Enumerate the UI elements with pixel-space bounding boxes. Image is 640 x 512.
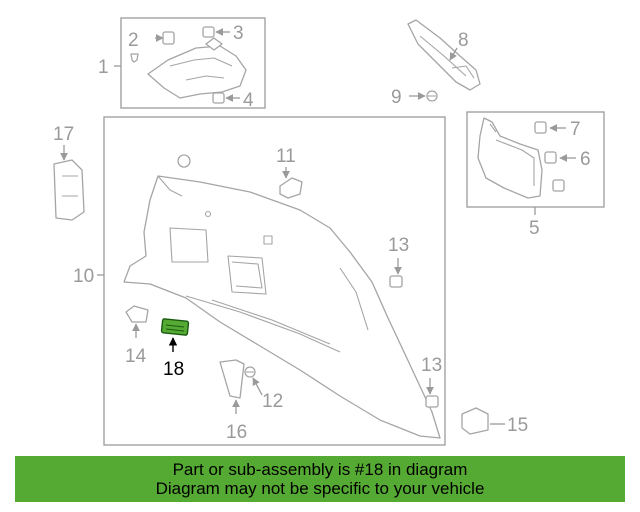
bracket-part-1 [147, 37, 247, 99]
clip-part-13-lower: 13 [421, 355, 442, 408]
callout-9: 9 [391, 87, 402, 108]
clip-part-2: 2 [128, 30, 175, 63]
highlighted-part-18: 18 [160, 318, 190, 380]
main-assembly-box-10 [103, 116, 446, 446]
callout-17: 17 [53, 124, 74, 145]
clip-part-6: 6 [544, 149, 591, 192]
trim-part-17: 17 [53, 124, 85, 221]
clip-part-3: 3 [202, 23, 244, 44]
fastener-cap [177, 154, 191, 168]
trim-strip-part-16: 16 [219, 359, 247, 443]
callout-12: 12 [262, 391, 283, 412]
callout-18: 18 [163, 359, 184, 380]
callout-13-lower: 13 [421, 355, 442, 376]
part-info-banner: Part or sub-assembly is #18 in diagram D… [15, 456, 625, 502]
quarter-trim-panel-part-10 [123, 175, 441, 439]
clip-part-11: 11 [276, 146, 303, 199]
callout-13-upper: 13 [388, 235, 409, 256]
sub-assembly-box-1 [120, 17, 266, 109]
callout-6: 6 [580, 149, 591, 170]
clip-part-13-upper: 13 [388, 235, 409, 288]
callout-11: 11 [276, 146, 296, 167]
callout-10: 10 [73, 266, 94, 287]
callout-16: 16 [226, 422, 247, 443]
screw-part-9: 9 [391, 87, 438, 108]
trim-piece-part-8: 8 [407, 19, 481, 91]
callout-1: 1 [98, 57, 109, 78]
callout-8: 8 [458, 30, 469, 51]
clip-part-7: 7 [534, 119, 581, 140]
callout-15: 15 [507, 415, 528, 436]
callout-2: 2 [128, 30, 139, 51]
cover-part-14: 14 [125, 305, 149, 367]
screw-part-12: 12 [244, 366, 283, 412]
callout-14: 14 [125, 346, 147, 367]
clip-part-4: 4 [212, 90, 254, 111]
panel-part-5 [477, 117, 543, 199]
callout-7: 7 [570, 119, 581, 140]
banner-line-1: Part or sub-assembly is #18 in diagram [172, 460, 468, 479]
callout-5: 5 [529, 218, 540, 239]
cover-part-15: 15 [461, 407, 528, 436]
callout-3: 3 [233, 23, 244, 44]
banner-line-2: Diagram may not be specific to your vehi… [155, 479, 485, 498]
callout-4: 4 [243, 90, 254, 111]
exploded-parts-diagram: 1 2 3 4 8 9 5 [53, 17, 605, 446]
